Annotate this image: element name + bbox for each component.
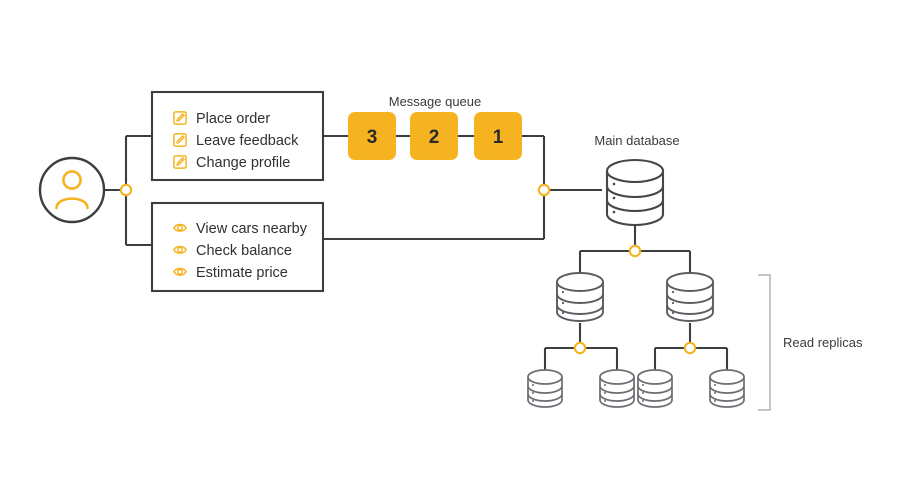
read-item-label: Check balance <box>196 243 292 259</box>
junction-node-tier1-split <box>628 244 642 258</box>
read-list-item-2[interactable]: Estimate price <box>173 265 288 281</box>
queue-message-tile <box>348 112 396 160</box>
database-cylinder-icon <box>637 369 673 408</box>
junction-node-tier2-right-split <box>683 341 697 355</box>
write-item-label: Change profile <box>196 155 290 171</box>
database-cylinder-icon <box>605 158 665 227</box>
write-list-item-0[interactable]: Place order <box>173 111 270 127</box>
write-commands-box[interactable]: Place order Leave feedback Change profil… <box>150 90 325 182</box>
junction-node-database-merge <box>537 183 551 197</box>
database-cylinder-icon <box>556 272 604 322</box>
read-item-label: Estimate price <box>196 265 288 281</box>
read-replica-tier1-left[interactable] <box>556 272 604 322</box>
queue-message-tile <box>410 112 458 160</box>
database-cylinder-icon <box>709 369 745 408</box>
queue-message-2[interactable]: 1 <box>474 112 522 160</box>
read-list-item-0[interactable]: View cars nearby <box>173 221 308 237</box>
queue-message-0[interactable]: 3 <box>348 112 396 160</box>
database-cylinder-icon <box>599 369 635 408</box>
read-replica-leaf-1[interactable] <box>599 369 635 408</box>
queue-message-number: 2 <box>429 127 440 148</box>
read-replicas-bracket <box>758 274 771 411</box>
write-box-outline <box>150 90 325 182</box>
write-item-label: Place order <box>196 111 270 127</box>
read-replicas-annotation: Read replicas <box>758 274 863 411</box>
read-replicas-label: Read replicas <box>783 335 863 350</box>
message-queue-group: Message queue 3 2 1 <box>348 94 522 160</box>
junction-node-actor-split <box>119 183 133 197</box>
junction-node-tier2-left-split <box>573 341 587 355</box>
database-cylinder-icon <box>527 369 563 408</box>
write-list-item-2[interactable]: Change profile <box>173 155 290 171</box>
read-list-item-1[interactable]: Check balance <box>173 243 292 259</box>
write-item-label: Leave feedback <box>196 133 299 149</box>
read-replica-leaf-3[interactable] <box>709 369 745 408</box>
avatar-circle <box>38 156 106 224</box>
queue-message-number: 1 <box>493 127 504 148</box>
queue-message-number: 3 <box>367 127 378 148</box>
read-replica-tier1-right[interactable] <box>666 272 714 322</box>
person-icon <box>55 170 89 210</box>
read-item-label: View cars nearby <box>196 221 308 237</box>
database-cylinder-icon <box>666 272 714 322</box>
read-queries-box[interactable]: View cars nearby Check balance Estimate … <box>150 201 325 293</box>
user-avatar[interactable] <box>38 156 106 224</box>
main-database[interactable]: Main database <box>594 133 680 227</box>
read-replica-leaf-0[interactable] <box>527 369 563 408</box>
queue-message-tile <box>474 112 522 160</box>
write-list-item-1[interactable]: Leave feedback <box>173 133 299 149</box>
message-queue-label: Message queue <box>389 94 482 109</box>
read-box-outline <box>150 201 325 293</box>
main-database-label: Main database <box>594 133 679 148</box>
read-replica-leaf-2[interactable] <box>637 369 673 408</box>
queue-message-1[interactable]: 2 <box>410 112 458 160</box>
